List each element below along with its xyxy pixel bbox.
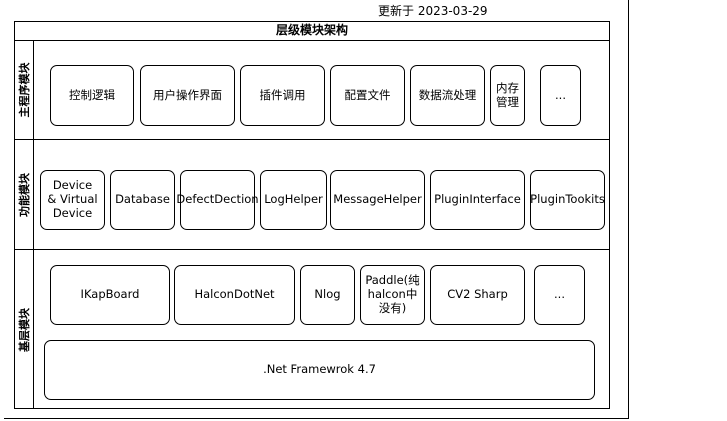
diagram-title: 层级模块架构	[14, 21, 610, 41]
lane-main-program: 主程序模块 控制逻辑 用户操作界面 插件调用 配置文件 数据流处理 内存管理 .…	[14, 41, 610, 140]
lane-label-function: 功能模块	[14, 140, 34, 249]
module-dataflow: 数据流处理	[410, 65, 485, 126]
lane-label-main: 主程序模块	[14, 41, 34, 139]
updated-date: 更新于 2023-03-29	[378, 4, 488, 18]
module-control-logic: 控制逻辑	[50, 65, 134, 126]
module-database: Database	[110, 170, 175, 230]
module-cv2sharp: CV2 Sharp	[430, 265, 525, 325]
module-plugin-call: 插件调用	[240, 65, 325, 126]
lane-label-base: 基层模块	[14, 250, 34, 409]
module-net-framework: .Net Framewrok 4.7	[44, 340, 595, 400]
lane-function: 功能模块 Device & Virtual Device Database De…	[14, 140, 610, 250]
module-messagehelper: MessageHelper	[330, 170, 425, 230]
module-halcondotnet: HalconDotNet	[174, 265, 295, 325]
module-device: Device & Virtual Device	[40, 170, 105, 230]
module-more-base: ...	[534, 265, 585, 325]
module-nlog: Nlog	[300, 265, 355, 325]
module-plugintookits: PluginTookits	[530, 170, 605, 230]
module-user-ui: 用户操作界面	[140, 65, 235, 126]
module-config-file: 配置文件	[330, 65, 405, 126]
module-loghelper: LogHelper	[260, 170, 327, 230]
page-border	[4, 0, 629, 419]
module-paddle: Paddle(纯halcon中没有)	[360, 265, 425, 325]
module-defect-dection: DefectDection	[176, 170, 259, 230]
architecture-frame	[14, 21, 610, 409]
module-memory: 内存管理	[490, 65, 525, 126]
module-more-main: ...	[540, 65, 581, 126]
lane-base: 基层模块 IKapBoard HalconDotNet Nlog Paddle(…	[14, 250, 610, 409]
module-plugininterface: PluginInterface	[430, 170, 525, 230]
module-ikapboard: IKapBoard	[50, 265, 170, 325]
